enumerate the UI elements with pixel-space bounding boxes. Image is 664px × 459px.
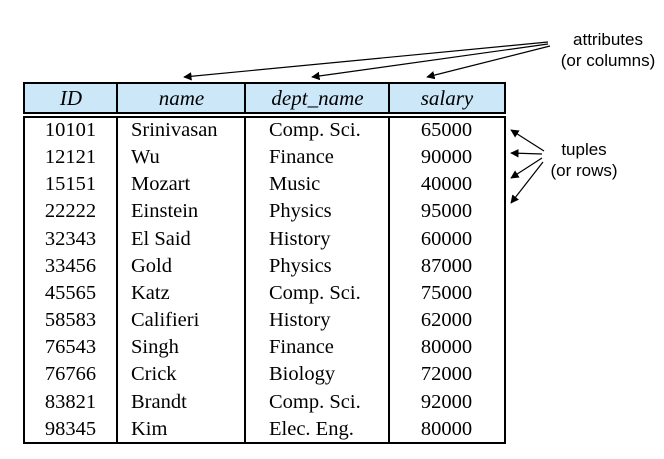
cell-dept-name: Physics [269, 200, 332, 223]
cell-salary: 65000 [420, 119, 473, 141]
tuples-note: tuples (or rows) [540, 139, 628, 181]
cell-salary: 90000 [420, 146, 473, 169]
cell-dept-name: History [269, 227, 331, 250]
cell-id: 22222 [44, 200, 97, 223]
cell-salary: 75000 [420, 281, 473, 304]
cell-id: 32343 [44, 227, 97, 250]
cell-salary: 87000 [420, 254, 473, 277]
header-salary: salary [420, 86, 474, 110]
cell-id: 76766 [44, 363, 97, 386]
cell-dept-name: Physics [269, 254, 332, 277]
cell-id: 98345 [44, 417, 97, 440]
cell-name: El Said [131, 227, 191, 250]
cell-id: 10101 [44, 119, 97, 141]
cell-salary: 80000 [420, 336, 473, 359]
header-band [23, 82, 506, 114]
header-id: ID [59, 86, 83, 110]
cell-name: Brandt [131, 390, 187, 413]
cell-salary: 72000 [420, 363, 473, 386]
cell-id: 15151 [44, 173, 97, 196]
tuple-arrow-3 [510, 157, 543, 179]
header-name: name [158, 86, 205, 110]
cell-dept-name: Comp. Sci. [269, 119, 361, 141]
cell-id: 33456 [44, 254, 97, 277]
cell-dept-name: Finance [269, 336, 334, 359]
cell-id: 76543 [44, 336, 97, 359]
attributes-label: attributes [573, 30, 643, 49]
cell-dept-name: Comp. Sci. [269, 390, 361, 413]
tuples-label: tuples [561, 140, 607, 159]
tuple-arrow-2 [510, 149, 543, 158]
cell-name: Crick [131, 363, 177, 386]
cell-name: Srinivasan [131, 119, 218, 141]
cell-name: Gold [131, 254, 172, 277]
cell-id: 58583 [44, 309, 97, 332]
cell-dept-name: Elec. Eng. [269, 417, 354, 440]
cell-id: 12121 [44, 146, 97, 169]
attr-arrow-name [183, 41, 549, 81]
body-box [23, 116, 506, 444]
cell-salary: 95000 [420, 200, 473, 223]
tuple-arrow-4 [510, 161, 544, 204]
cell-salary: 62000 [420, 309, 473, 332]
cell-name: Katz [131, 281, 170, 304]
cell-name: Singh [131, 336, 179, 359]
cell-dept-name: History [269, 309, 331, 332]
attr-arrow-salary [426, 45, 551, 80]
cell-name: Mozart [131, 173, 191, 196]
cell-name: Kim [131, 417, 168, 440]
cell-salary: 40000 [420, 173, 473, 196]
cell-id: 45565 [44, 281, 97, 304]
header-dept-name: dept_name [271, 86, 364, 110]
cell-id: 83821 [44, 390, 97, 413]
cell-salary: 80000 [420, 417, 473, 440]
attributes-sublabel: (or columns) [560, 51, 656, 70]
cell-salary: 60000 [420, 227, 473, 250]
tuple-arrow-1 [510, 129, 545, 152]
cell-dept-name: Music [269, 173, 321, 196]
attributes-note: attributes (or columns) [548, 29, 664, 71]
cell-name: Califieri [131, 309, 200, 332]
attr-arrow-dept [311, 43, 549, 81]
cell-dept-name: Finance [269, 146, 334, 169]
tuples-sublabel: (or rows) [550, 161, 618, 180]
cell-dept-name: Biology [269, 363, 336, 386]
cell-dept-name: Comp. Sci. [269, 281, 361, 304]
cell-name: Einstein [131, 200, 199, 223]
cell-name: Wu [131, 146, 160, 169]
cell-salary: 92000 [420, 390, 473, 413]
